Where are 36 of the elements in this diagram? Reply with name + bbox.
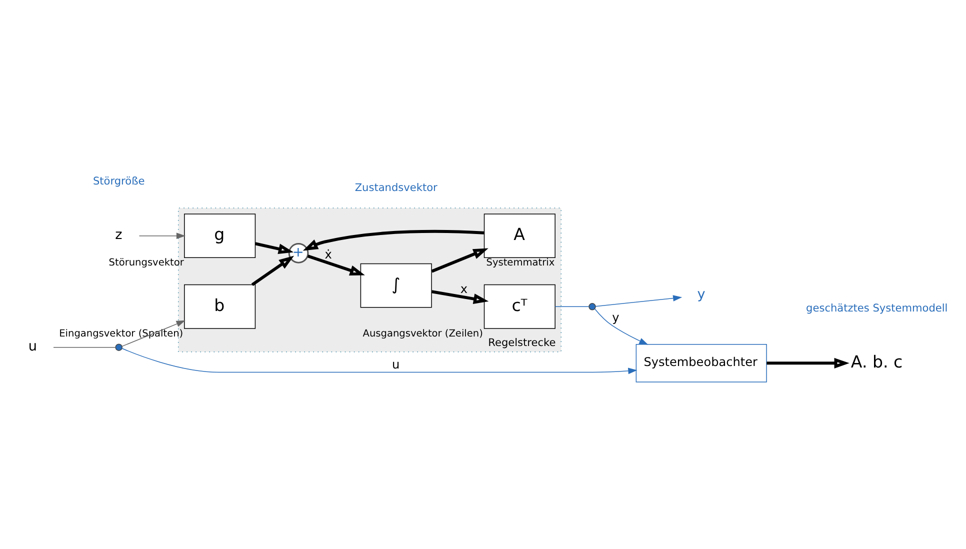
arrow [138, 232, 186, 238]
arrow [251, 255, 294, 286]
edge-label: ẋ [324, 246, 332, 261]
node-box: A [484, 213, 556, 258]
node-box: ∫ [360, 262, 432, 308]
label: geschätztes Systemmodell [806, 302, 948, 314]
node-label: Ausgangsvektor (Zeilen) [362, 328, 483, 339]
node-box: Systembeobachter [636, 343, 767, 382]
arrow [432, 290, 489, 304]
node-box: b [184, 284, 256, 328]
label: Störgröße [92, 174, 145, 187]
arrow [122, 348, 638, 374]
connector [554, 306, 590, 307]
edge-label: y [612, 310, 620, 324]
arrow [594, 308, 648, 344]
node-text: y [697, 286, 706, 302]
node-text: u [28, 338, 38, 354]
arrow [302, 229, 484, 250]
node-label: Systemmatrix [486, 257, 555, 268]
node-text: z [115, 226, 122, 243]
arrow [595, 294, 682, 306]
arrow [307, 254, 365, 275]
node-circle: + [288, 242, 309, 263]
node-box: g [184, 213, 256, 258]
arrow [255, 242, 294, 254]
node-label: Störungsvektor [108, 257, 184, 268]
label: Zustandsvektor [354, 182, 438, 194]
connector [53, 346, 116, 348]
edge-label: x [460, 281, 468, 296]
node-circle [588, 302, 596, 310]
node-circle [115, 343, 122, 350]
node-text: A. b. c [850, 352, 903, 371]
edge-label: u [392, 356, 400, 371]
arrow [431, 248, 488, 272]
arrow [766, 357, 850, 368]
node-box: cᵀ [484, 284, 556, 328]
